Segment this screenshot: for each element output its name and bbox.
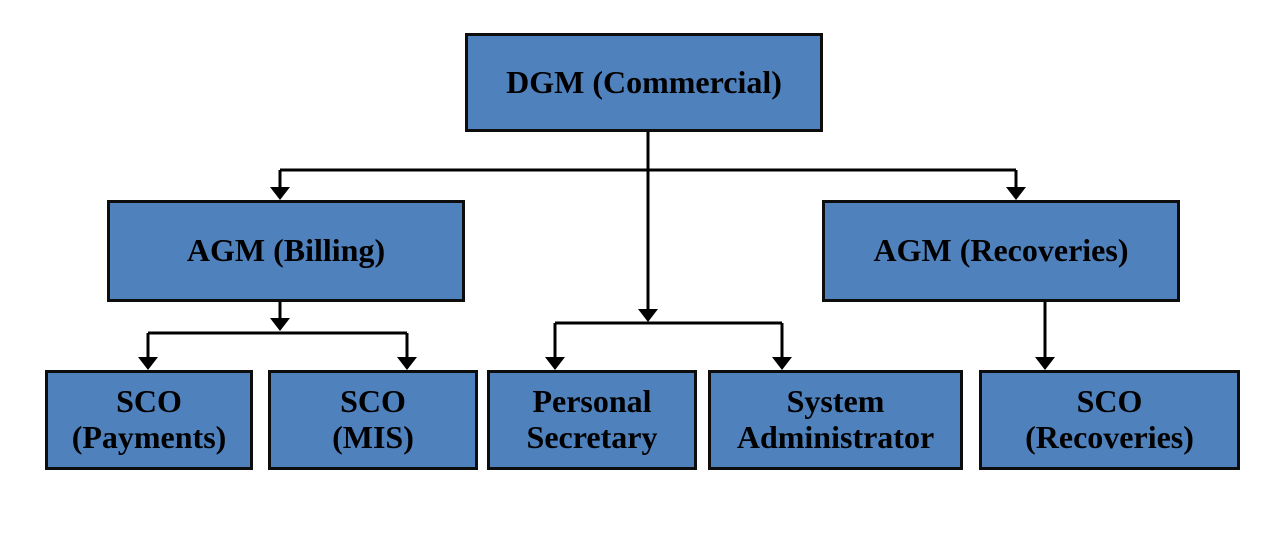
node-personal-secretary-label: Personal Secretary: [526, 383, 658, 455]
arrowhead-sco-mis: [397, 357, 417, 370]
node-sco-payments-label: SCO (Payments): [71, 383, 227, 455]
arrowhead-agm-recoveries: [1006, 187, 1026, 200]
connector-recoveries-to-sco: [1035, 302, 1055, 370]
node-agm-recoveries: AGM (Recoveries): [822, 200, 1180, 302]
arrowhead-agm-billing: [270, 187, 290, 200]
node-agm-billing-label: AGM (Billing): [186, 232, 386, 269]
node-sco-mis-label: SCO (MIS): [332, 383, 414, 455]
node-sco-recoveries-label: SCO (Recoveries): [1025, 383, 1194, 455]
connector-billing-to-scos: [138, 302, 417, 370]
node-system-administrator-label: System Administrator: [736, 383, 935, 455]
node-agm-billing: AGM (Billing): [107, 200, 465, 302]
node-dgm-commercial-label: DGM (Commercial): [506, 63, 782, 100]
node-sco-mis: SCO (MIS): [268, 370, 478, 470]
arrowhead-mid-bar: [638, 309, 658, 322]
node-system-administrator: System Administrator: [708, 370, 963, 470]
arrowhead-sco-recoveries: [1035, 357, 1055, 370]
node-personal-secretary: Personal Secretary: [487, 370, 697, 470]
node-sco-payments: SCO (Payments): [45, 370, 253, 470]
arrowhead-system-administrator: [772, 357, 792, 370]
node-dgm-commercial: DGM (Commercial): [465, 33, 823, 132]
node-agm-recoveries-label: AGM (Recoveries): [873, 232, 1129, 269]
connector-dgm-to-staff: [545, 170, 792, 370]
arrowhead-billing-bar: [270, 318, 290, 331]
arrowhead-personal-secretary: [545, 357, 565, 370]
node-sco-recoveries: SCO (Recoveries): [979, 370, 1240, 470]
arrowhead-sco-payments: [138, 357, 158, 370]
